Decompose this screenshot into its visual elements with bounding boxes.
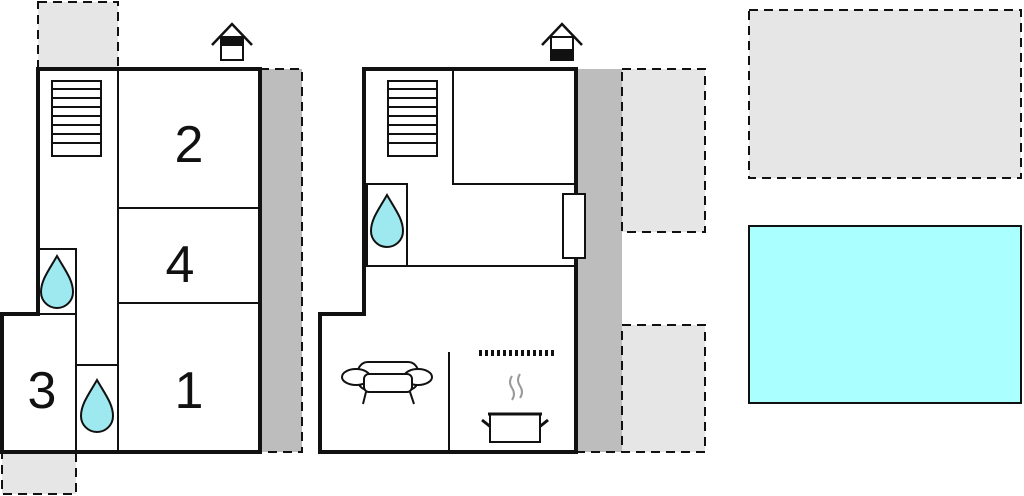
bathroom-drop-icon — [79, 377, 115, 433]
room-label-1: 1 — [175, 362, 204, 420]
swimming-pool — [748, 225, 1022, 404]
bathroom-drop-icon — [369, 192, 405, 248]
house-entrance-icon — [211, 22, 253, 61]
room-label-2: 2 — [175, 116, 204, 174]
upper-room-wall — [452, 69, 576, 185]
radiator-icon — [562, 193, 586, 259]
upper-bathroom — [366, 183, 408, 267]
house-entrance-icon — [541, 22, 583, 61]
upper-floor — [318, 22, 706, 454]
ground-bathroom-top — [37, 248, 77, 315]
sofa-icon — [341, 361, 433, 405]
terrace-right — [748, 9, 1022, 179]
terrace-middle-top — [621, 68, 706, 233]
upper-floor-outer-wall — [318, 67, 578, 454]
bathroom-drop-icon — [39, 253, 75, 309]
stairs-icon — [387, 80, 438, 157]
terrace-top-left — [37, 1, 119, 69]
room-label-4: 4 — [166, 236, 195, 294]
balcony-right — [576, 69, 622, 452]
ground-floor: 2 4 3 1 — [0, 1, 303, 495]
terrace-middle-bottom — [621, 324, 706, 453]
balcony-left — [260, 69, 302, 452]
stairs-icon — [51, 80, 102, 157]
balcony-left-outline — [260, 68, 303, 453]
terrace-bottom-left — [1, 451, 77, 495]
room-label-3: 3 — [28, 362, 57, 420]
cooking-pot-icon — [481, 373, 549, 443]
